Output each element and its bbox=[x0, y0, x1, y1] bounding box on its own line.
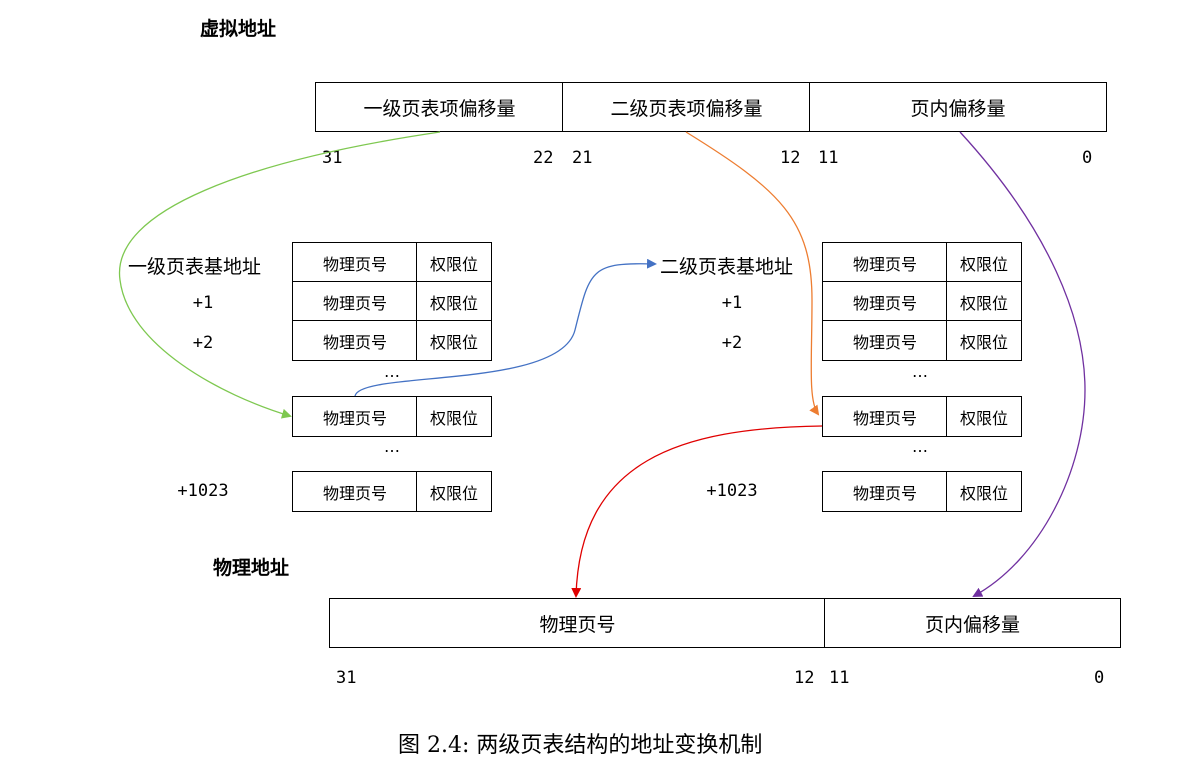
l2-base-label: 二级页表基地址 bbox=[660, 256, 794, 278]
l2-row-last-perm: 权限位 bbox=[946, 471, 1022, 512]
l2-row-selected-ppn: 物理页号 bbox=[822, 396, 948, 437]
l1-row2-ppn: 物理页号 bbox=[292, 320, 418, 361]
pa-bit-12: 12 bbox=[794, 668, 815, 688]
va-bit-12: 12 bbox=[780, 148, 801, 168]
va-bit-11: 11 bbox=[818, 148, 839, 168]
l2-row1-perm: 权限位 bbox=[946, 281, 1022, 322]
va-bit-22: 22 bbox=[533, 148, 554, 168]
l2-offset-1: +1 bbox=[721, 293, 743, 313]
l2-row1-ppn: 物理页号 bbox=[822, 281, 948, 322]
va-bit-31: 31 bbox=[322, 148, 343, 168]
page-offset-arrow bbox=[959, 131, 1086, 597]
va-field-l2-offset: 二级页表项偏移量 bbox=[562, 82, 811, 132]
l2-offset-1023: +1023 bbox=[706, 481, 758, 501]
l1-row-selected-perm: 权限位 bbox=[416, 396, 492, 437]
l2-row-selected-perm: 权限位 bbox=[946, 396, 1022, 437]
l1-row-selected-ppn: 物理页号 bbox=[292, 396, 418, 437]
l2-row2-ppn: 物理页号 bbox=[822, 320, 948, 361]
physical-address-title: 物理地址 bbox=[213, 557, 290, 579]
ppn-arrow bbox=[571, 425, 823, 598]
l1-ellipsis-1: … bbox=[384, 362, 400, 381]
l2-row-last-ppn: 物理页号 bbox=[822, 471, 948, 512]
l1-offset-1023: +1023 bbox=[177, 481, 229, 501]
pa-field-page-offset: 页内偏移量 bbox=[824, 598, 1121, 648]
l1-row0-ppn: 物理页号 bbox=[292, 242, 418, 283]
va-bit-0: 0 bbox=[1082, 148, 1093, 168]
l1-row2-perm: 权限位 bbox=[416, 320, 492, 361]
pa-bit-31: 31 bbox=[336, 668, 357, 688]
l2-row0-perm: 权限位 bbox=[946, 242, 1022, 283]
pa-field-ppn: 物理页号 bbox=[329, 598, 826, 648]
l1-ellipsis-2: … bbox=[384, 437, 400, 456]
va-field-l1-offset: 一级页表项偏移量 bbox=[315, 82, 564, 132]
l1-base-label: 一级页表基地址 bbox=[128, 256, 262, 278]
l1-row1-perm: 权限位 bbox=[416, 281, 492, 322]
l2-offset-2: +2 bbox=[721, 333, 743, 353]
l2-ellipsis-1: … bbox=[912, 362, 928, 381]
l2-row0-ppn: 物理页号 bbox=[822, 242, 948, 283]
virtual-address-title: 虚拟地址 bbox=[200, 18, 277, 40]
pa-bit-0: 0 bbox=[1094, 668, 1105, 688]
l1-offset-2: +2 bbox=[192, 333, 214, 353]
pa-bit-11: 11 bbox=[829, 668, 850, 688]
l2-row2-perm: 权限位 bbox=[946, 320, 1022, 361]
va-bit-21: 21 bbox=[572, 148, 593, 168]
va-field-page-offset: 页内偏移量 bbox=[809, 82, 1107, 132]
l1-row0-perm: 权限位 bbox=[416, 242, 492, 283]
l1-row-last-perm: 权限位 bbox=[416, 471, 492, 512]
l2-ellipsis-2: … bbox=[912, 437, 928, 456]
l1-row-last-ppn: 物理页号 bbox=[292, 471, 418, 512]
figure-caption: 图 2.4: 两级页表结构的地址变换机制 bbox=[398, 733, 763, 758]
l1-row1-ppn: 物理页号 bbox=[292, 281, 418, 322]
l1-offset-1: +1 bbox=[192, 293, 214, 313]
